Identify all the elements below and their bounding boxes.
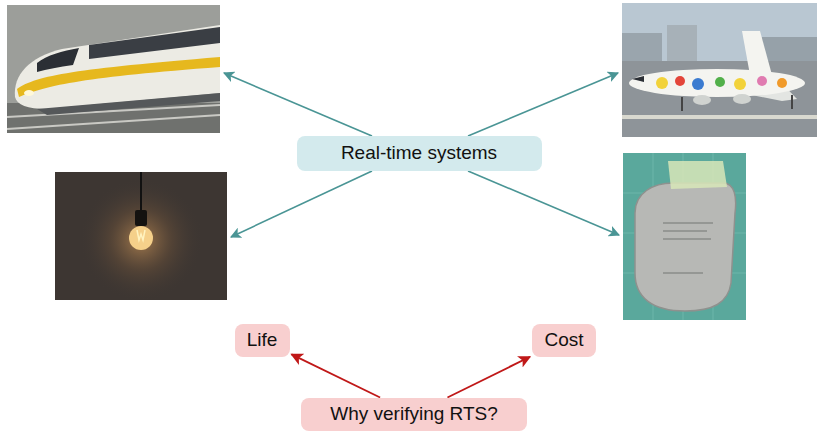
leader-arrow <box>231 171 372 237</box>
leader-arrow <box>224 73 372 136</box>
train-windshield <box>37 48 79 72</box>
pacemaker-picture <box>623 153 746 320</box>
plane-engine <box>693 95 711 105</box>
plane-decal <box>734 78 746 90</box>
node-label: Cost <box>544 329 583 352</box>
node-label: Life <box>247 329 278 352</box>
reason-box: Cost <box>532 324 596 357</box>
connector-arrow <box>292 354 381 397</box>
photo-sky <box>622 3 817 137</box>
connector-arrow <box>447 357 530 398</box>
plane-tail <box>742 31 772 75</box>
rail <box>7 115 220 129</box>
leader-arrow <box>468 171 619 235</box>
pacemaker-engraving <box>663 223 713 273</box>
train-skirt <box>37 93 220 115</box>
leader-arrow <box>468 73 618 136</box>
photo-background <box>623 153 746 320</box>
plane-picture <box>622 3 817 137</box>
plane-decal <box>675 76 685 86</box>
building <box>667 25 697 63</box>
node-label: Why verifying RTS? <box>330 403 498 426</box>
train-headlight <box>24 90 34 96</box>
bulb-picture <box>55 172 227 300</box>
tarmac <box>622 61 817 137</box>
plane-cockpit <box>632 76 644 82</box>
plane-decal <box>715 77 725 87</box>
bulb-socket <box>135 210 147 226</box>
cutting-mat-grid <box>623 153 746 320</box>
topic-box: Real-time systems <box>297 136 542 171</box>
plane-decal <box>777 78 787 88</box>
landing-gear <box>791 95 793 109</box>
bulb-filament <box>137 230 145 240</box>
runway-line <box>622 115 817 119</box>
pacemaker-case <box>635 183 736 311</box>
plane-decal <box>656 77 668 89</box>
plane-engine <box>733 94 751 104</box>
plane-decal <box>757 76 767 86</box>
plane-decal <box>692 78 704 90</box>
building <box>762 37 817 63</box>
train-picture <box>7 5 220 133</box>
reason-box: Life <box>235 324 290 357</box>
question-box: Why verifying RTS? <box>301 398 527 431</box>
bulb-cord <box>140 172 142 212</box>
bulb-glass <box>129 226 153 250</box>
node-label: Real-time systems <box>341 142 497 165</box>
landing-gear <box>681 97 683 111</box>
pacemaker-header <box>668 161 727 189</box>
train-windows <box>89 27 220 59</box>
plane-fuselage <box>629 69 805 97</box>
building <box>622 33 662 63</box>
photo-background <box>7 5 220 133</box>
